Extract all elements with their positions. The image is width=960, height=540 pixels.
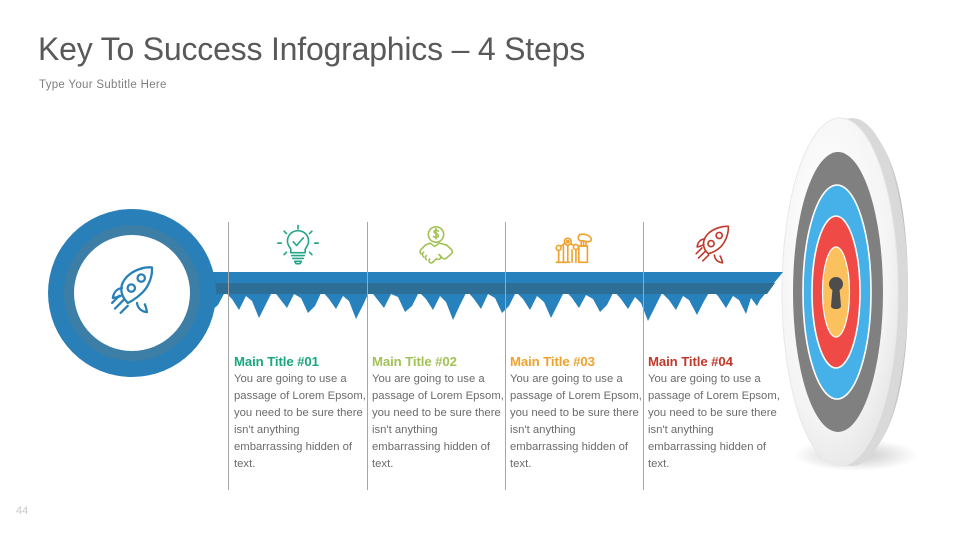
step-text-block-3: Main Title #03 You are going to use a pa… bbox=[510, 354, 642, 473]
key-shaft-group bbox=[150, 272, 783, 321]
page-title: Key To Success Infographics – 4 Steps bbox=[38, 31, 585, 67]
handshake-money-icon bbox=[372, 218, 500, 274]
page-number: 44 bbox=[16, 505, 29, 517]
target-rim-edge bbox=[781, 117, 899, 467]
key-head-center bbox=[74, 235, 190, 351]
keyhole-icon bbox=[829, 277, 843, 309]
step-body-3: You are going to use a passage of Lorem … bbox=[510, 373, 642, 470]
key-shaft-body bbox=[150, 272, 783, 321]
step-title-4: Main Title #04 bbox=[648, 354, 733, 369]
step-title-3: Main Title #03 bbox=[510, 354, 595, 369]
key-shaft-stripe bbox=[150, 283, 767, 294]
column-divider-1 bbox=[228, 222, 229, 490]
key-shaft-stripe-tip bbox=[767, 283, 775, 294]
column-divider-2 bbox=[367, 222, 368, 490]
key-head-group bbox=[48, 209, 216, 377]
rocket-icon bbox=[648, 218, 776, 274]
step-title-2: Main Title #02 bbox=[372, 354, 457, 369]
step-text-block-4: Main Title #04 You are going to use a pa… bbox=[648, 354, 780, 473]
step-body-2: You are going to use a passage of Lorem … bbox=[372, 373, 504, 470]
column-divider-4 bbox=[643, 222, 644, 490]
lightbulb-check-icon bbox=[234, 218, 362, 274]
page-subtitle: Type Your Subtitle Here bbox=[39, 79, 167, 91]
step-text-block-2: Main Title #02 You are going to use a pa… bbox=[372, 354, 504, 473]
step-body-4: You are going to use a passage of Lorem … bbox=[648, 373, 780, 470]
column-divider-3 bbox=[505, 222, 506, 490]
rocket-icon bbox=[110, 266, 154, 315]
target-group bbox=[781, 117, 918, 471]
step-title-1: Main Title #01 bbox=[234, 354, 319, 369]
step-text-block-1: Main Title #01 You are going to use a pa… bbox=[234, 354, 366, 473]
growth-chart-hand-icon bbox=[510, 218, 638, 274]
step-body-1: You are going to use a passage of Lorem … bbox=[234, 373, 366, 470]
